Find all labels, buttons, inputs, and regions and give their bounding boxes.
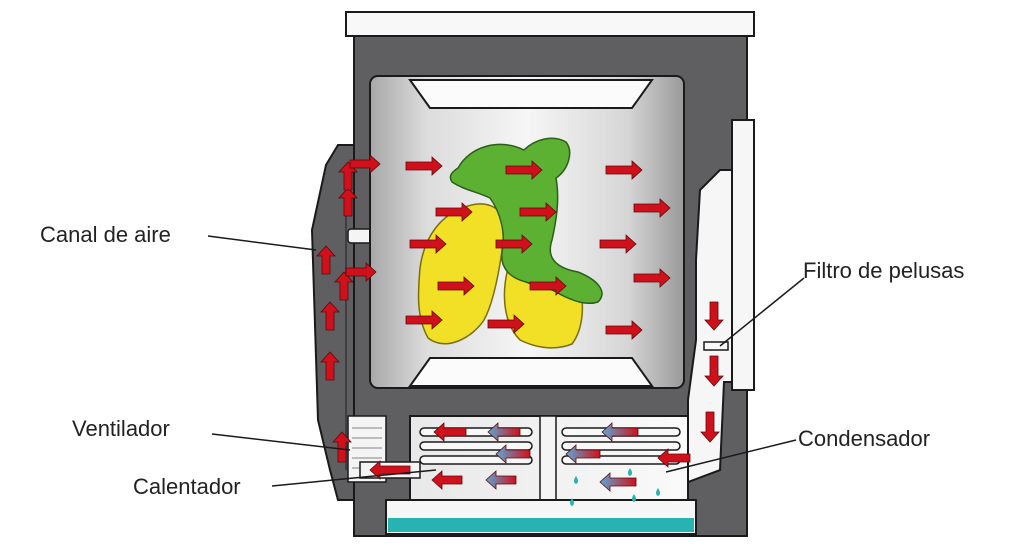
drum-airflow-arrow: [633, 198, 671, 218]
drum-airflow-arrow: [495, 234, 533, 254]
drum-airflow-arrow: [605, 320, 643, 340]
leader-canal: [207, 235, 317, 251]
cooling-airflow-arrow: [601, 422, 639, 442]
heater-airflow-arrow: [369, 460, 411, 480]
water-drops: [570, 468, 660, 506]
drum-bottom-opening: [408, 357, 654, 387]
drum-airflow-arrow: [437, 276, 475, 296]
return-airflow-arrow: [700, 411, 720, 443]
drum-airflow-arrow: [505, 160, 543, 180]
label-ventilador: Ventilador: [72, 416, 170, 441]
condenser-airflow-arrow: [433, 422, 467, 442]
drum-airflow-arrow: [405, 310, 443, 330]
label-filtro: Filtro de pelusas: [803, 258, 965, 283]
condenser-airflow-arrow: [657, 448, 691, 468]
duct-entry-arrow: [345, 262, 377, 282]
return-airflow-arrow: [704, 301, 724, 331]
condenser-airflow-arrow: [485, 470, 517, 490]
drum-airflow-arrow: [405, 156, 443, 176]
duct-airflow-arrow: [320, 301, 340, 331]
drum-airflow-arrow: [409, 234, 447, 254]
drum-airflow-arrow: [519, 202, 557, 222]
duct-airflow-arrow: [320, 351, 340, 381]
condenser-airflow-arrow: [431, 470, 463, 490]
airflow-arrows: [316, 154, 724, 492]
cloth-green-shirt: [449, 137, 603, 304]
drum-airflow-arrow: [633, 268, 671, 288]
leader-condensador: [665, 439, 797, 473]
drum-top-opening: [408, 79, 654, 109]
leader-ventilador: [211, 433, 351, 451]
right-panel: [731, 119, 755, 391]
top-cover: [345, 11, 755, 37]
drum-airflow-arrow: [529, 276, 567, 296]
duct-airflow-arrow: [334, 271, 354, 301]
cooling-airflow-arrow: [565, 444, 601, 464]
lint-filter: [703, 341, 729, 351]
label-calentador: Calentador: [133, 474, 241, 499]
duct-airflow-arrow: [316, 245, 336, 275]
leader-calentador: [271, 469, 437, 487]
label-condensador: Condensador: [798, 426, 931, 451]
cooling-airflow-arrow: [599, 472, 637, 492]
fan-airflow-arrow: [332, 431, 352, 463]
drum-airflow-arrow: [435, 202, 473, 222]
drum-airflow-arrow: [605, 160, 643, 180]
leader-filtro: [719, 277, 805, 347]
duct-entry-arrow: [349, 154, 381, 174]
condenser-airflow-arrow: [487, 422, 521, 442]
label-canal-de-aire: Canal de aire: [40, 222, 171, 247]
drum-airflow-arrow: [599, 234, 637, 254]
return-airflow-arrow: [704, 355, 724, 387]
water-level: [388, 518, 694, 532]
condenser-divider: [539, 415, 557, 501]
condenser-airflow-arrow: [495, 444, 531, 464]
duct-airflow-arrow: [338, 187, 358, 217]
drum-airflow-arrow: [487, 314, 525, 334]
